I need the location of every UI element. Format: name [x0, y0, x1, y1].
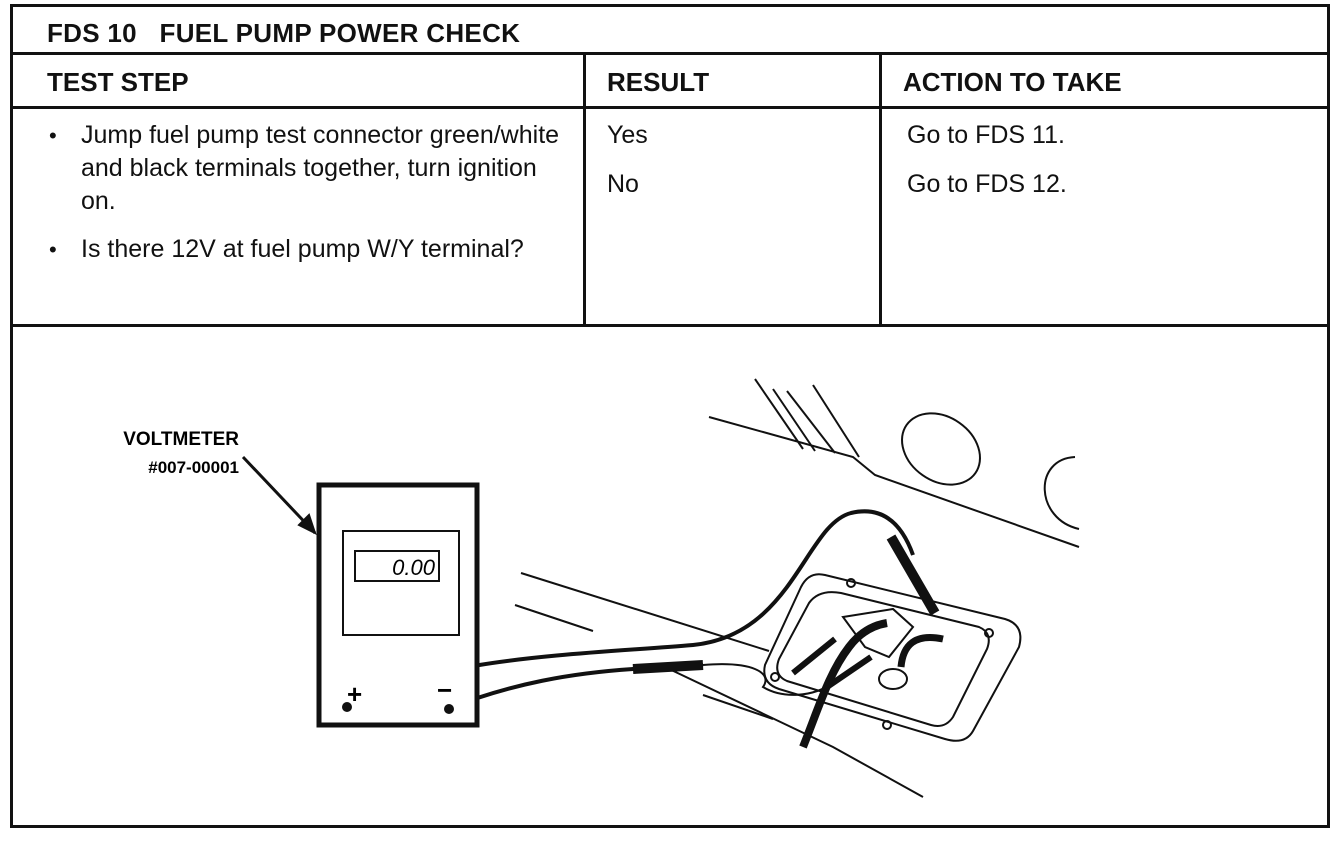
voltmeter-display-window [342, 530, 460, 636]
negative-terminal-symbol: − [437, 675, 452, 705]
body-line [812, 384, 860, 458]
voltmeter-illustration: 0.00 + − VOLTMETER #007-00001 [13, 327, 1327, 825]
positive-probe [886, 534, 940, 616]
negative-lead-tip [702, 663, 834, 696]
bullet: • [49, 123, 57, 148]
body-line [514, 604, 594, 632]
body-line [520, 572, 770, 652]
list-item: • Jump fuel pump test connector green/wh… [49, 119, 569, 218]
fuel-line [799, 619, 888, 749]
floor-hole [1043, 456, 1080, 530]
negative-probe [632, 660, 704, 674]
action-yes: Go to FDS 11. [907, 121, 1065, 149]
column-divider [583, 55, 586, 327]
positive-terminal-symbol: + [347, 679, 362, 709]
result-no: No [607, 170, 639, 198]
wire-harness [897, 634, 944, 668]
column-header-action: ACTION TO TAKE [903, 67, 1122, 97]
illustration-svg: 0.00 + − VOLTMETER #007-00001 [123, 378, 1080, 798]
plate-screw [846, 578, 856, 588]
title-bar: FDS 10 FUEL PUMP POWER CHECK [13, 7, 1327, 55]
positive-jack [342, 702, 352, 712]
body-line [786, 390, 836, 454]
floor-hole [901, 412, 981, 486]
header-row: TEST STEP RESULT ACTION TO TAKE [13, 55, 1327, 109]
column-divider [879, 55, 882, 327]
fds-table: FDS 10 FUEL PUMP POWER CHECK TEST STEP R… [10, 4, 1330, 828]
floor-panel-edge [708, 416, 1080, 548]
body-line [702, 694, 774, 720]
arrow-head [297, 513, 317, 535]
body-line [664, 666, 924, 798]
test-steps-list: • Jump fuel pump test connector green/wh… [49, 119, 569, 281]
body-line [772, 388, 816, 452]
plate-screw [882, 720, 892, 730]
pump-plate-inner [776, 591, 990, 727]
bullet: • [49, 237, 57, 262]
plate-screw [984, 628, 994, 638]
pump-fitting [878, 668, 908, 690]
voltmeter-label: VOLTMETER [123, 429, 239, 450]
table-row: • Jump fuel pump test connector green/wh… [13, 109, 1327, 327]
column-header-test-step: TEST STEP [47, 67, 189, 97]
fuel-line [825, 654, 873, 690]
list-item: • Is there 12V at fuel pump W/Y terminal… [49, 233, 569, 266]
voltmeter-reading: 0.00 [392, 555, 436, 580]
column-header-result: RESULT [607, 67, 710, 97]
plate-screw [770, 672, 780, 682]
result-yes: Yes [607, 121, 648, 149]
page-title: FDS 10 FUEL PUMP POWER CHECK [47, 18, 521, 48]
negative-jack [444, 704, 454, 714]
step-text: Jump fuel pump test connector green/whit… [81, 121, 560, 215]
body-line [754, 378, 804, 450]
step-text: Is there 12V at fuel pump W/Y terminal? [81, 235, 524, 263]
voltmeter-part-number: #007-00001 [148, 458, 239, 477]
pump-access-plate [763, 573, 1022, 742]
action-no: Go to FDS 12. [907, 170, 1067, 198]
pump-body [841, 607, 915, 659]
fuel-line [791, 636, 837, 676]
voltmeter-lcd [354, 550, 440, 582]
